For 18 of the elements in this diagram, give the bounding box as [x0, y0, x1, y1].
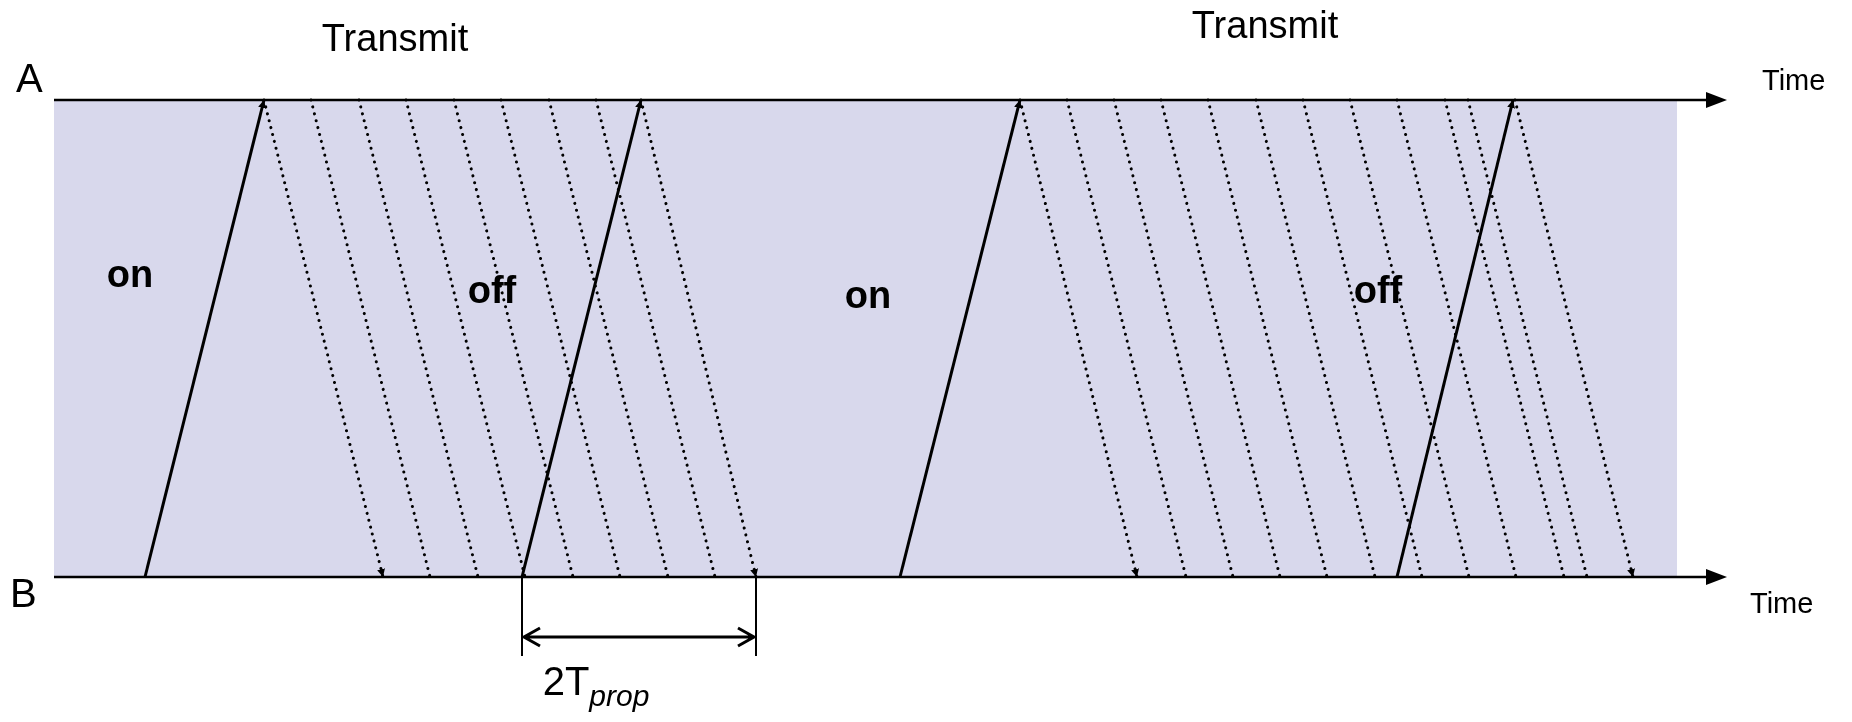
arrow	[143, 99, 266, 578]
timeline-label: A	[16, 58, 43, 98]
state-label: off	[467, 268, 517, 312]
phase-label: Transmit	[1191, 3, 1339, 47]
axis-label: Time	[1750, 587, 1814, 619]
axis-label: Time	[1762, 64, 1826, 96]
dotted-arrow	[1018, 98, 1139, 579]
dimension-label: 2T$_{prop}$	[542, 659, 650, 713]
timeline-label: B	[10, 573, 37, 613]
phase-label: Transmit	[321, 16, 469, 60]
state-label: on	[106, 252, 154, 296]
dotted-arrow	[639, 98, 758, 579]
arrow	[520, 99, 643, 578]
state-label: on	[844, 273, 892, 317]
state-label: off	[1353, 268, 1403, 312]
dotted-arrow	[1513, 98, 1635, 579]
dotted-arrow	[262, 98, 385, 579]
arrow	[898, 99, 1022, 578]
